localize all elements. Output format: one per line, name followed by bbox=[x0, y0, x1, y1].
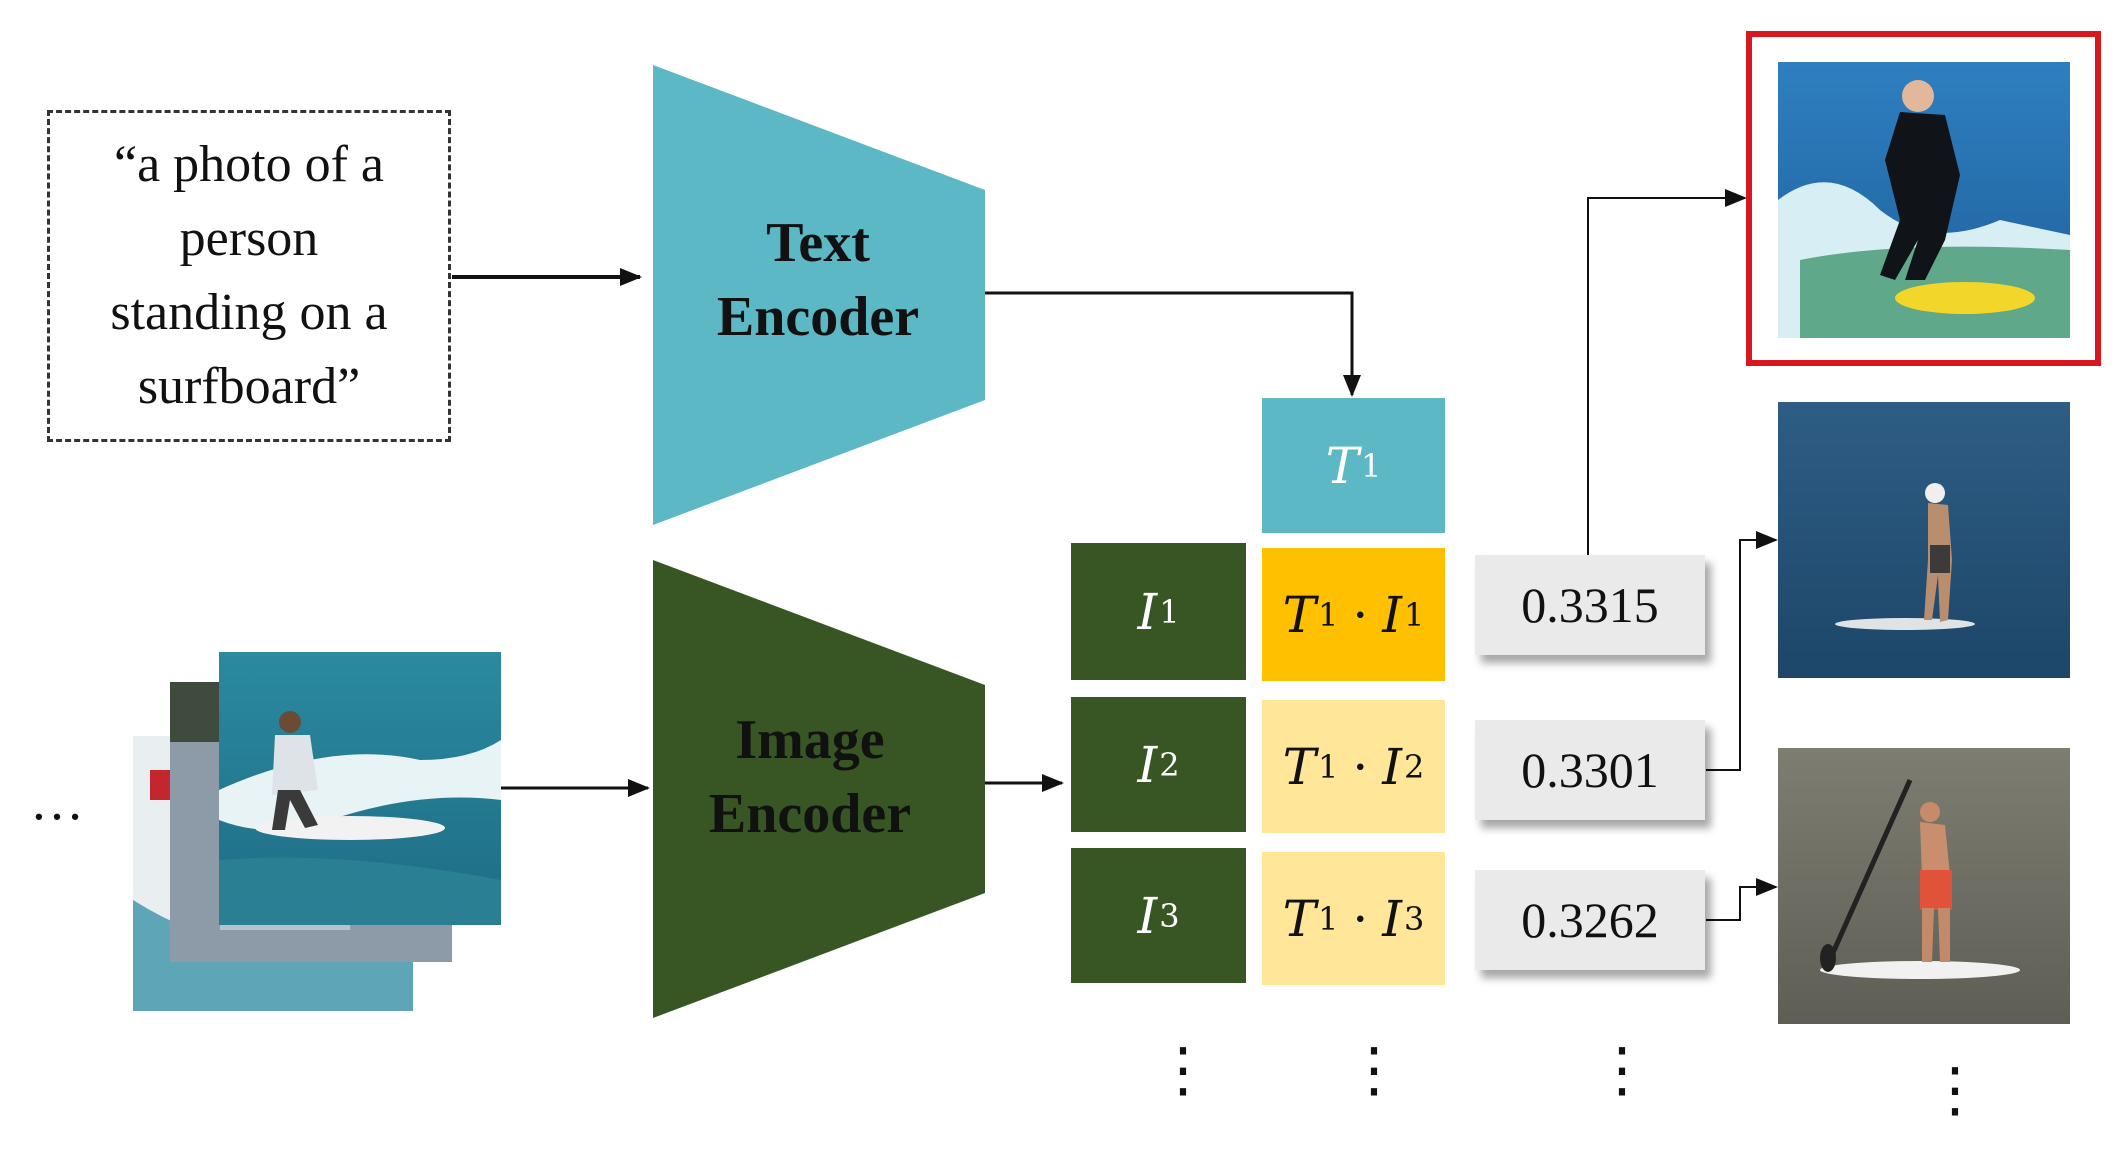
sim2-a: T bbox=[1282, 737, 1316, 796]
score-box-2: 0.3301 bbox=[1475, 720, 1705, 820]
result-image-1 bbox=[1778, 62, 2070, 338]
score-box-1: 0.3315 bbox=[1475, 555, 1705, 655]
image-encoder-label-line2: Encoder bbox=[708, 783, 912, 845]
i2-base: I bbox=[1137, 735, 1158, 794]
result-image-2 bbox=[1778, 402, 2070, 678]
score-column-vdots: ⋮ bbox=[1592, 1035, 1652, 1105]
prompt-line-2: person bbox=[179, 210, 319, 267]
more-images-ellipsis: … bbox=[30, 771, 84, 831]
sim3-op: · bbox=[1352, 889, 1369, 948]
prompt-line-1: “a photo of a bbox=[113, 136, 384, 193]
i1-sub: 1 bbox=[1159, 592, 1180, 631]
top-result-highlight bbox=[1746, 31, 2101, 366]
sim2-a-sub: 1 bbox=[1317, 747, 1339, 786]
sim3-a-sub: 1 bbox=[1317, 899, 1339, 938]
encoder-to-t1-arrow bbox=[985, 291, 1361, 397]
image-encoder-shape bbox=[653, 560, 985, 1018]
t1-base: T bbox=[1325, 436, 1359, 495]
prompt-line-4: surfboard” bbox=[137, 358, 361, 415]
score3-to-result3-arrow bbox=[1706, 878, 1778, 921]
sim3-a: T bbox=[1282, 889, 1316, 948]
i-column-vdots: ⋮ bbox=[1153, 1035, 1213, 1105]
sim-column-vdots: ⋮ bbox=[1344, 1035, 1404, 1105]
text-encoder-label-line1: Text bbox=[766, 212, 870, 274]
sim2-b-sub: 2 bbox=[1404, 747, 1425, 786]
result-image-3 bbox=[1778, 748, 2070, 1024]
sim1-b: I bbox=[1382, 585, 1403, 644]
i3-sub: 3 bbox=[1159, 896, 1180, 935]
sim1-a-sub: 1 bbox=[1317, 595, 1339, 634]
prompt-line-3: standing on a bbox=[110, 284, 388, 341]
input-image-stack bbox=[133, 652, 501, 1011]
sim1-b-sub: 1 bbox=[1404, 595, 1425, 634]
text-prompt-box: “a photo of a person standing on a surfb… bbox=[47, 110, 451, 442]
i1-base: I bbox=[1137, 582, 1158, 641]
score2-to-result2-arrow bbox=[1706, 531, 1778, 771]
sim3-b: I bbox=[1382, 889, 1403, 948]
text-encoder-label-line2: Encoder bbox=[716, 286, 920, 348]
i3-base: I bbox=[1137, 886, 1158, 945]
result-column-vdots: ⋮ bbox=[1925, 1055, 1985, 1125]
t1-sub: 1 bbox=[1361, 446, 1382, 485]
sim2-op: · bbox=[1352, 737, 1369, 796]
text-encoder-label: Text Encoder bbox=[648, 206, 988, 354]
score1-to-result1-arrow bbox=[1587, 189, 1747, 555]
image-encoder-label-line1: Image bbox=[735, 709, 885, 771]
sim2-b: I bbox=[1382, 737, 1403, 796]
image-encoder-label: Image Encoder bbox=[640, 703, 980, 851]
sim1-a: T bbox=[1282, 585, 1316, 644]
score-box-3: 0.3262 bbox=[1475, 870, 1705, 970]
text-encoder-shape bbox=[653, 65, 985, 525]
sim3-b-sub: 3 bbox=[1404, 899, 1425, 938]
i2-sub: 2 bbox=[1159, 745, 1180, 784]
sim1-op: · bbox=[1352, 585, 1369, 644]
